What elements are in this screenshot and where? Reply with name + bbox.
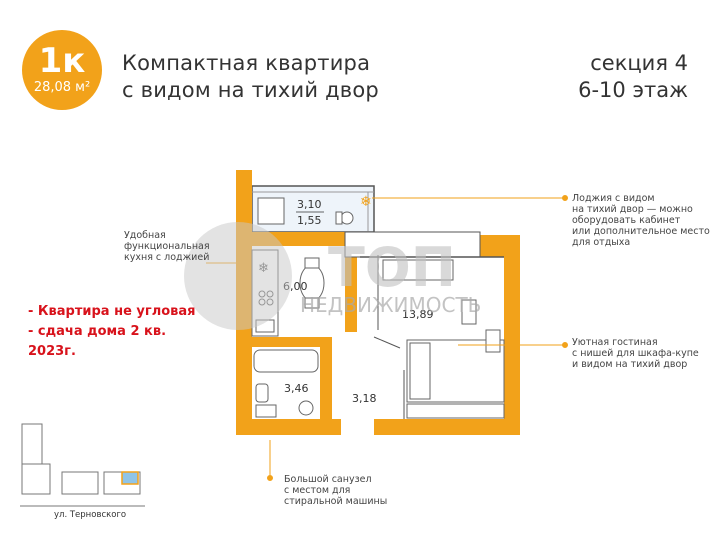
loggia-area-label-2: 1,55 [297, 214, 322, 227]
total-area: 28,08 м² [33, 80, 91, 95]
hall-area-label: 3,18 [352, 392, 377, 405]
living-room-furniture [382, 259, 505, 419]
floor-range: 6-10 этаж [578, 78, 688, 102]
loggia-furniture [257, 197, 354, 225]
kitchen-note: Удобная функциональная кухня с лоджией [124, 230, 210, 263]
living-area-label: 13,89 [402, 308, 434, 321]
bathroom-fixtures [253, 349, 319, 418]
listing-remark: - Квартира не угловая - сдача дома 2 кв.… [28, 304, 196, 359]
rooms-badge: 1к 28,08 м² [22, 30, 102, 110]
title-line-2: с видом на тихий двор [122, 78, 379, 102]
living-note: Уютная гостиная с нишей для шкафа-купе и… [572, 337, 699, 370]
page-title: Компактная квартира с видом на тихий дво… [122, 50, 379, 104]
section-info: секция 4 6-10 этаж [578, 50, 688, 104]
kitchen-area-label: 6,00 [283, 280, 308, 293]
fridge-icon: ❄ [258, 261, 269, 276]
bath-note: Большой санузел с местом для стиральной … [284, 474, 388, 507]
site-plan [20, 423, 145, 507]
rooms-count: 1к [38, 41, 86, 81]
section-number: секция 4 [590, 51, 688, 75]
street-label: ул. Терновского [54, 510, 127, 520]
loggia-area-label-1: 3,10 [297, 198, 322, 211]
ac-icon: ❄ [360, 194, 372, 210]
bath-area-label: 3,46 [284, 382, 309, 395]
loggia-note: Лоджия с видом на тихий двор — можно обо… [572, 193, 710, 248]
title-line-1: Компактная квартира [122, 51, 371, 75]
